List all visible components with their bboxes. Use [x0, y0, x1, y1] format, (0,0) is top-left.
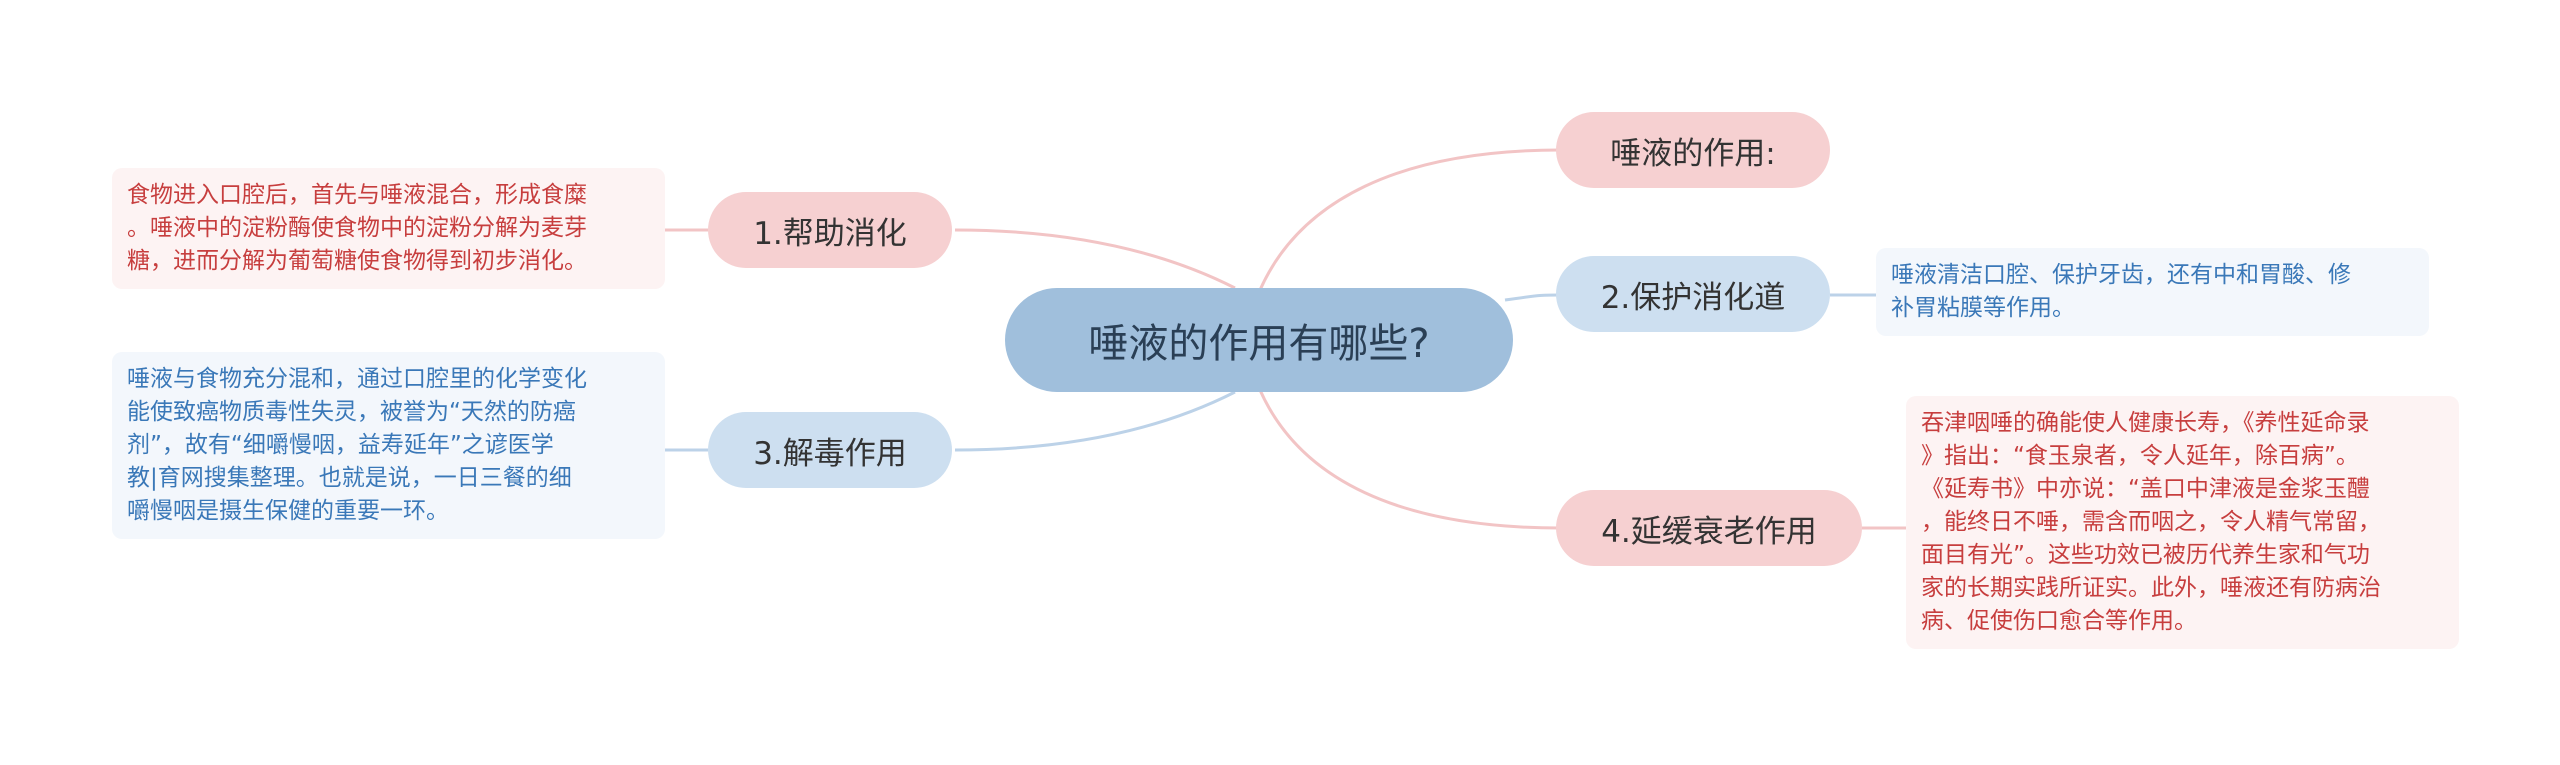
branch-b3-label: 3.解毒作用: [753, 435, 907, 472]
connector-center-to-b3: [954, 390, 1236, 452]
note-b4: 吞津咽唾的确能使人健康长寿，《养性延命录 》指出：“食玉泉者，令人延年，除百病”…: [1906, 396, 2459, 649]
branch-b0-label: 唾液的作用:: [1610, 135, 1776, 172]
branch-b2[interactable]: 2.保护消化道: [1556, 256, 1830, 332]
note-line: 唾液清洁口腔、保护牙齿，还有中和胃酸、修: [1891, 262, 2351, 288]
branch-b3[interactable]: 3.解毒作用: [708, 412, 952, 488]
note-line: 《延寿书》中亦说：“盖口中津液是金浆玉醴: [1921, 476, 2370, 502]
connector-center-to-b4: [1258, 389, 1561, 530]
note-line: 病、促使伤口愈合等作用。: [1921, 608, 2197, 634]
branch-b4[interactable]: 4.延缓衰老作用: [1556, 490, 1862, 566]
connector-center-to-b0: [1258, 148, 1561, 291]
note-b2: 唾液清洁口腔、保护牙齿，还有中和胃酸、修 补胃粘膜等作用。: [1876, 248, 2429, 336]
note-line: 剂”，故有“细嚼慢咽，益寿延年”之谚医学: [127, 432, 554, 458]
note-line: 教|育网搜集整理。也就是说，一日三餐的细: [127, 465, 572, 491]
note-line: 家的长期实践所证实。此外，唾液还有防病治: [1921, 575, 2381, 601]
connector-center-to-b2: [1504, 293, 1561, 302]
branch-b0[interactable]: 唾液的作用:: [1556, 112, 1830, 188]
branch-b1[interactable]: 1.帮助消化: [708, 192, 952, 268]
central-topic[interactable]: 唾液的作用有哪些?: [1005, 288, 1513, 392]
note-b3: 唾液与食物充分混和，通过口腔里的化学变化 能使致癌物质毒性失灵，被誉为“天然的防…: [112, 352, 665, 539]
central-topic-label: 唾液的作用有哪些?: [1088, 321, 1430, 367]
branch-b4-label: 4.延缓衰老作用: [1601, 513, 1817, 550]
note-line: 补胃粘膜等作用。: [1891, 295, 2075, 321]
note-line: 》指出：“食玉泉者，令人延年，除百病”。: [1921, 443, 2359, 469]
note-line: 唾液与食物充分混和，通过口腔里的化学变化: [127, 366, 587, 392]
note-line: 糖，进而分解为葡萄糖使食物得到初步消化。: [127, 248, 587, 274]
note-line: 嚼慢咽是摄生保健的重要一环。: [127, 498, 449, 524]
connector-center-to-b1: [954, 228, 1236, 290]
note-line: 面目有光”。这些功效已被历代养生家和气功: [1921, 542, 2370, 568]
note-line: 食物进入口腔后，首先与唾液混合，形成食糜: [127, 182, 587, 208]
note-line: ，能终日不唾，需含而咽之，令人精气常留，: [1921, 509, 2381, 535]
note-line: 能使致癌物质毒性失灵，被誉为“天然的防癌: [127, 399, 576, 425]
note-line: 吞津咽唾的确能使人健康长寿，《养性延命录: [1921, 410, 2370, 436]
note-b1: 食物进入口腔后，首先与唾液混合，形成食糜 。唾液中的淀粉酶使食物中的淀粉分解为麦…: [112, 168, 665, 289]
branch-b1-label: 1.帮助消化: [753, 215, 907, 252]
note-line: 。唾液中的淀粉酶使食物中的淀粉分解为麦芽: [127, 215, 587, 241]
branch-b2-label: 2.保护消化道: [1600, 279, 1786, 316]
